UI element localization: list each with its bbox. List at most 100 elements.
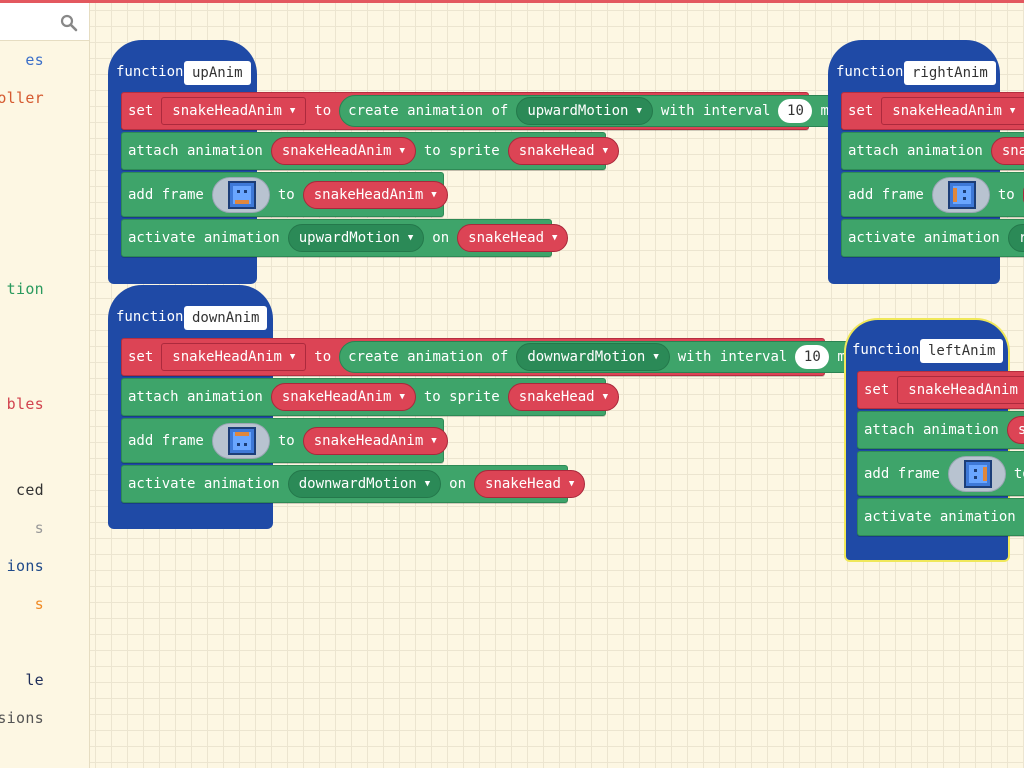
category-advanced[interactable]: ced bbox=[16, 481, 44, 499]
motion-dropdown[interactable]: upwardMotion▼ bbox=[287, 224, 425, 252]
snake-head-up-icon bbox=[227, 180, 256, 209]
add-frame-keyword: add frame bbox=[128, 432, 204, 449]
motion-dropdown[interactable]: downwardMotion▼ bbox=[287, 470, 442, 498]
function-name-field[interactable]: leftAnim bbox=[920, 339, 1004, 363]
image-frame-picker[interactable] bbox=[947, 455, 1006, 492]
activate-keyword: activate animation bbox=[848, 230, 1000, 246]
sprite-dropdown[interactable]: snakeHead ▼ bbox=[474, 470, 586, 498]
activate-keyword: activate animation bbox=[128, 230, 280, 246]
variable-dropdown[interactable]: snakeHeadAnim▼ bbox=[897, 376, 1024, 404]
motion-dropdown[interactable]: downwardMotion▼ bbox=[516, 343, 670, 371]
function-keyword: function bbox=[836, 64, 904, 80]
function-hat[interactable] bbox=[844, 318, 1010, 370]
attach-animation-block[interactable]: attach animation sn bbox=[857, 411, 1024, 449]
activate-animation-block[interactable]: activate animation l bbox=[857, 498, 1024, 536]
to-sprite-keyword: to sprite bbox=[423, 143, 500, 159]
sprite-name: snakeHead bbox=[468, 230, 545, 246]
sprite-name: snakeHead bbox=[485, 476, 561, 492]
dropdown-caret-icon: ▼ bbox=[1009, 106, 1016, 116]
function-hat[interactable] bbox=[828, 40, 1000, 90]
add-frame-block[interactable]: add frame to snakeHeadAnim▼ bbox=[121, 172, 448, 217]
create-animation-block[interactable]: create animation of upwardMotion▼ with i… bbox=[339, 95, 849, 127]
category-item-6[interactable]: s bbox=[34, 519, 44, 537]
variable-dropdown[interactable]: snakeHeadAnim▼ bbox=[881, 97, 1024, 125]
variable-dropdown[interactable]: sn bbox=[1006, 416, 1024, 444]
category-arrays[interactable]: s bbox=[34, 595, 44, 613]
variable-dropdown[interactable]: snakeHeadAnim▼ bbox=[302, 426, 448, 455]
activate-keyword: activate animation bbox=[128, 476, 280, 492]
interval-input[interactable]: 10 bbox=[795, 345, 830, 369]
variable-dropdown[interactable]: snakeHeadAnim▼ bbox=[270, 137, 416, 165]
function-name-field[interactable]: downAnim bbox=[184, 306, 268, 330]
with-interval-keyword: with interval bbox=[660, 103, 771, 119]
activate-animation-block[interactable]: activate animation downwardMotion▼ on sn… bbox=[121, 465, 586, 503]
motion-dropdown[interactable]: rig bbox=[1007, 224, 1024, 252]
dropdown-caret-icon: ▼ bbox=[552, 233, 558, 243]
function-body bbox=[828, 80, 1000, 284]
toolbox-sidebar: es oller tion bles ced s ions s le sions bbox=[0, 3, 90, 768]
create-animation-block[interactable]: create animation of downwardMotion▼ with… bbox=[339, 341, 866, 373]
attach-animation-block[interactable]: attach animation snakeHeadAnim▼ to sprit… bbox=[121, 132, 619, 170]
variable-dropdown[interactable]: snakeHeadAnim▼ bbox=[302, 180, 448, 209]
image-frame-picker[interactable] bbox=[211, 422, 270, 459]
image-frame-picker[interactable] bbox=[211, 176, 270, 213]
function-name-field[interactable]: upAnim bbox=[184, 61, 251, 85]
dropdown-caret-icon: ▼ bbox=[399, 146, 405, 156]
category-extensions[interactable]: sions bbox=[0, 709, 44, 727]
category-sprites[interactable]: es bbox=[25, 51, 44, 69]
add-frame-block[interactable]: add frame to snakeHeadAnim▼ bbox=[121, 418, 448, 463]
dropdown-caret-icon: ▼ bbox=[289, 106, 296, 116]
sprite-dropdown[interactable]: snakeHead ▼ bbox=[457, 224, 569, 252]
activate-animation-block[interactable]: activate animation rig bbox=[841, 219, 1024, 257]
search-icon[interactable] bbox=[60, 14, 78, 32]
dropdown-caret-icon: ▼ bbox=[407, 233, 414, 243]
variable-name: snakeHeadAnim bbox=[172, 349, 282, 365]
set-variable-block[interactable]: set snakeHeadAnim▼ bbox=[857, 371, 1024, 409]
set-variable-block[interactable]: set snakeHeadAnim▼ bbox=[841, 92, 1024, 130]
add-frame-keyword: add frame bbox=[864, 465, 940, 482]
dropdown-caret-icon: ▼ bbox=[424, 479, 431, 489]
dropdown-caret-icon: ▼ bbox=[568, 479, 575, 489]
category-functions[interactable]: ions bbox=[6, 557, 44, 575]
with-interval-keyword: with interval bbox=[677, 349, 788, 365]
set-variable-block[interactable]: set snakeHeadAnim▼ to create animation o… bbox=[121, 338, 866, 376]
attach-keyword: attach animation bbox=[848, 143, 983, 159]
category-animation[interactable]: tion bbox=[6, 280, 44, 298]
add-frame-block[interactable]: add frame to bbox=[857, 451, 1024, 496]
to-sprite-keyword: to sprite bbox=[423, 389, 500, 405]
variable-name: snakeHeadAnim bbox=[313, 432, 424, 449]
category-variables[interactable]: bles bbox=[6, 395, 44, 413]
variable-dropdown[interactable]: snakeHeadAnim▼ bbox=[270, 383, 416, 411]
add-frame-keyword: add frame bbox=[128, 186, 204, 203]
create-animation-keyword: create animation of bbox=[348, 103, 509, 119]
on-keyword: on bbox=[449, 476, 467, 492]
to-keyword: to bbox=[277, 186, 295, 203]
motion-name: rig bbox=[1018, 230, 1024, 246]
add-frame-block[interactable]: add frame to bbox=[841, 172, 1024, 217]
category-console[interactable]: le bbox=[25, 671, 44, 689]
function-name-field[interactable]: rightAnim bbox=[904, 61, 996, 85]
sprite-dropdown[interactable]: snakeHead▼ bbox=[507, 137, 619, 165]
activate-animation-block[interactable]: activate animation upwardMotion▼ on snak… bbox=[121, 219, 569, 257]
sprite-dropdown[interactable]: snakeHead▼ bbox=[507, 383, 619, 411]
to-keyword: to bbox=[1013, 465, 1024, 482]
interval-input[interactable]: 10 bbox=[778, 99, 813, 123]
ms-keyword: ms bbox=[820, 103, 838, 119]
image-frame-picker[interactable] bbox=[931, 176, 990, 213]
snake-head-right-icon bbox=[947, 180, 976, 209]
toolbox-search-box[interactable] bbox=[0, 3, 89, 41]
attach-animation-block[interactable]: attach animation snakeHeadAnim bbox=[841, 132, 1024, 170]
attach-animation-block[interactable]: attach animation snakeHeadAnim▼ to sprit… bbox=[121, 378, 619, 416]
variable-name: snakeHeadAnim bbox=[1001, 143, 1024, 159]
set-variable-block[interactable]: set snakeHeadAnim▼ to create animation o… bbox=[121, 92, 849, 130]
motion-dropdown[interactable]: upwardMotion▼ bbox=[516, 97, 653, 125]
motion-name: downwardMotion bbox=[527, 349, 646, 365]
dropdown-caret-icon: ▼ bbox=[399, 392, 405, 402]
variable-name: sn bbox=[1017, 422, 1024, 438]
variable-name: snakeHeadAnim bbox=[908, 382, 1018, 398]
variable-dropdown[interactable]: snakeHeadAnim▼ bbox=[161, 343, 307, 371]
variable-dropdown[interactable]: snakeHeadAnim▼ bbox=[161, 97, 307, 125]
category-controller[interactable]: oller bbox=[0, 89, 44, 107]
variable-dropdown[interactable]: snakeHeadAnim bbox=[990, 137, 1024, 165]
set-keyword: set bbox=[128, 349, 154, 365]
